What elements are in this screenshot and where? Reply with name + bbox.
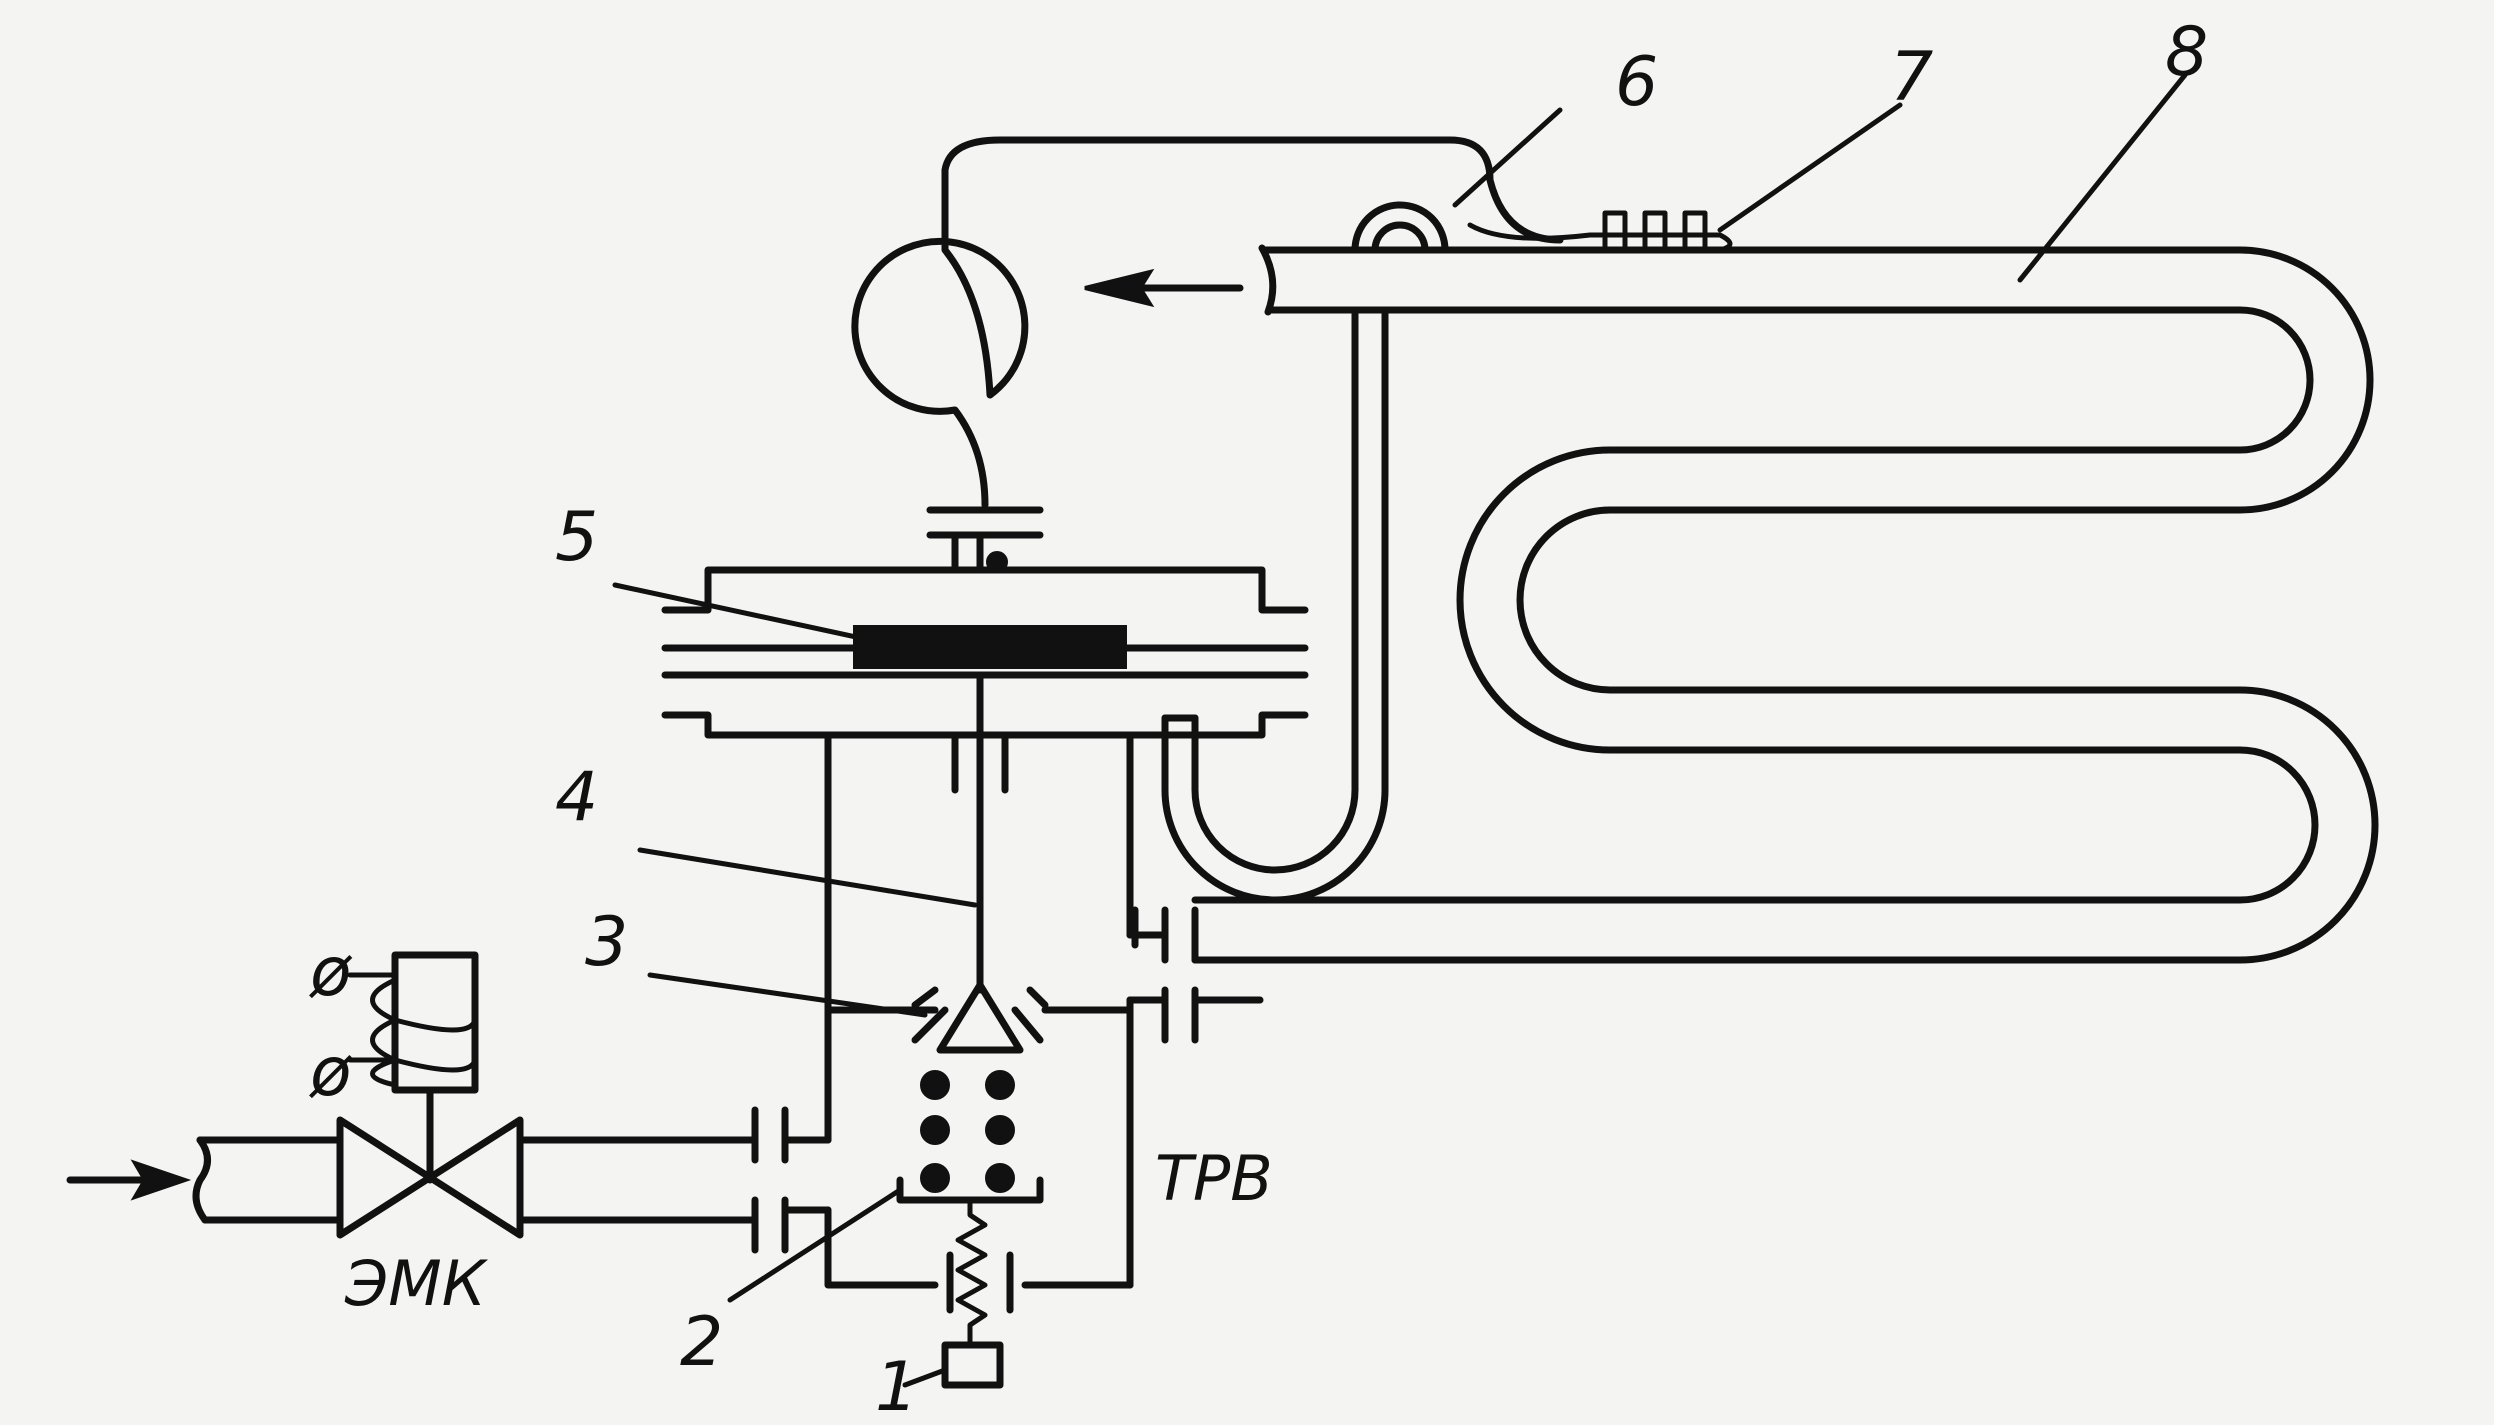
valve-needle — [911, 981, 1049, 1054]
valve-head — [661, 566, 1309, 794]
label-5: 5 — [555, 498, 598, 577]
leader-lines — [612, 72, 2188, 1388]
spring — [955, 1197, 988, 1348]
label-8: 8 — [2165, 13, 2208, 92]
terminal-top: ø — [309, 933, 353, 1012]
strainer — [896, 1070, 1044, 1204]
equalizer-tube — [1161, 308, 1389, 904]
capillary-connector — [926, 506, 1044, 574]
solenoid-valve — [336, 951, 524, 1239]
label-6: 6 — [1615, 43, 1658, 122]
terminal-bottom: ø — [309, 1033, 353, 1112]
capillary-tube — [851, 136, 1564, 509]
bulb-clamp — [1467, 210, 1733, 253]
outlet-flange — [1126, 906, 1264, 1044]
label-emk: ЭМК — [344, 1247, 489, 1320]
sensing-bulb — [1351, 201, 1449, 254]
adjusting-screw — [941, 1341, 1004, 1389]
label-3: 3 — [585, 903, 628, 982]
label-trv: ТРВ — [1155, 1142, 1273, 1215]
inlet-pipe — [66, 1106, 832, 1254]
evaporator-coil — [1084, 244, 2379, 964]
label-4: 4 — [555, 758, 598, 837]
label-7: 7 — [1890, 38, 1933, 117]
label-1: 1 — [875, 1348, 918, 1425]
diaphragm — [853, 625, 1127, 669]
label-2: 2 — [680, 1303, 723, 1382]
